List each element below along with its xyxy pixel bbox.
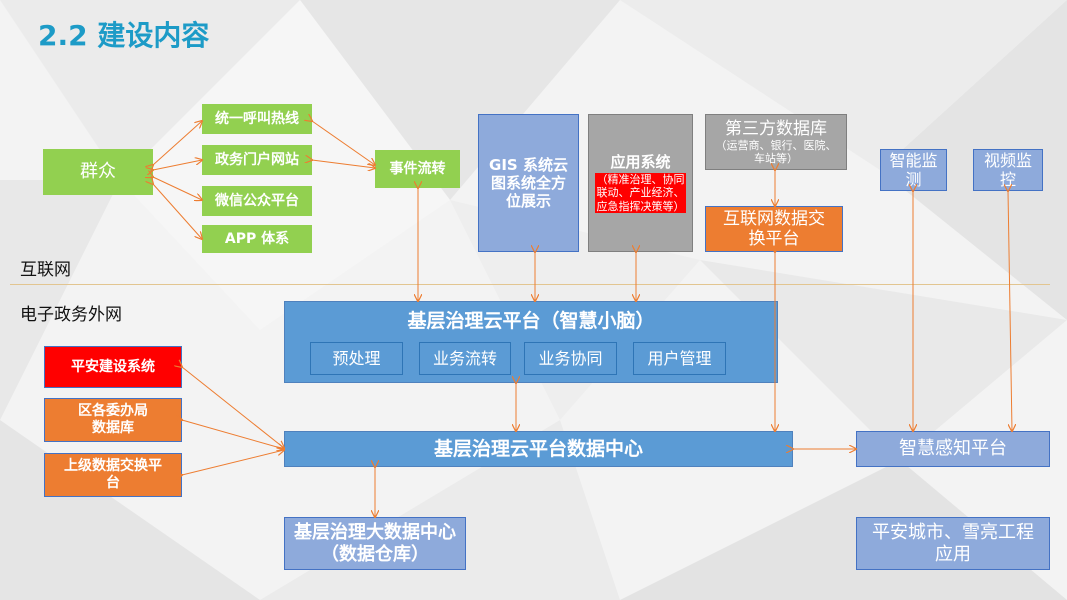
- platform-title: 基层治理云平台（智慧小脑）: [407, 310, 655, 332]
- channel-hotline: 统一呼叫热线: [202, 104, 312, 134]
- module-business-flow: 业务流转: [419, 342, 511, 375]
- module-preprocess: 预处理: [310, 342, 403, 375]
- event-flow-box: 事件流转: [375, 150, 460, 188]
- channel-app: APP 体系: [202, 225, 312, 253]
- safe-city-box: 平安城市、雪亮工程应用: [856, 517, 1050, 570]
- safety-system-box: 平安建设系统: [44, 346, 182, 388]
- superior-exchange-box: 上级数据交换平台: [44, 453, 182, 497]
- app-system-detail: （精准治理、协同联动、产业经济、应急指挥决策等）: [595, 173, 686, 213]
- app-system-title: 应用系统: [610, 153, 671, 172]
- module-business-collab: 业务协同: [524, 342, 617, 375]
- third-party-db-box: 第三方数据库 （运营商、银行、医院、车站等）: [705, 114, 847, 170]
- app-system-box: 应用系统 （精准治理、协同联动、产业经济、应急指挥决策等）: [588, 114, 693, 252]
- big-data-center-box: 基层治理大数据中心（数据仓库）: [284, 517, 466, 570]
- zone-label-internet: 互联网: [20, 260, 71, 280]
- data-center-box: 基层治理云平台数据中心: [284, 431, 793, 467]
- internet-exchange-box: 互联网数据交换平台: [705, 206, 843, 252]
- module-user-mgmt: 用户管理: [633, 342, 726, 375]
- third-party-db-title: 第三方数据库: [725, 118, 827, 139]
- channel-portal: 政务门户网站: [202, 145, 312, 175]
- district-db-box: 区各委办局数据库: [44, 398, 182, 442]
- page-title: 2.2 建设内容: [38, 19, 210, 52]
- masses-box: 群众: [43, 149, 153, 195]
- zone-label-egov: 电子政务外网: [20, 305, 122, 325]
- zone-divider: [10, 284, 1050, 285]
- channel-wechat: 微信公众平台: [202, 186, 312, 216]
- gis-box: GIS 系统云图系统全方位展示: [478, 114, 579, 252]
- third-party-db-detail: （运营商、银行、医院、车站等）: [715, 139, 837, 166]
- perception-platform-box: 智慧感知平台: [856, 431, 1050, 467]
- smart-monitor-box: 智能监测: [880, 149, 947, 191]
- video-monitor-box: 视频监控: [973, 149, 1043, 191]
